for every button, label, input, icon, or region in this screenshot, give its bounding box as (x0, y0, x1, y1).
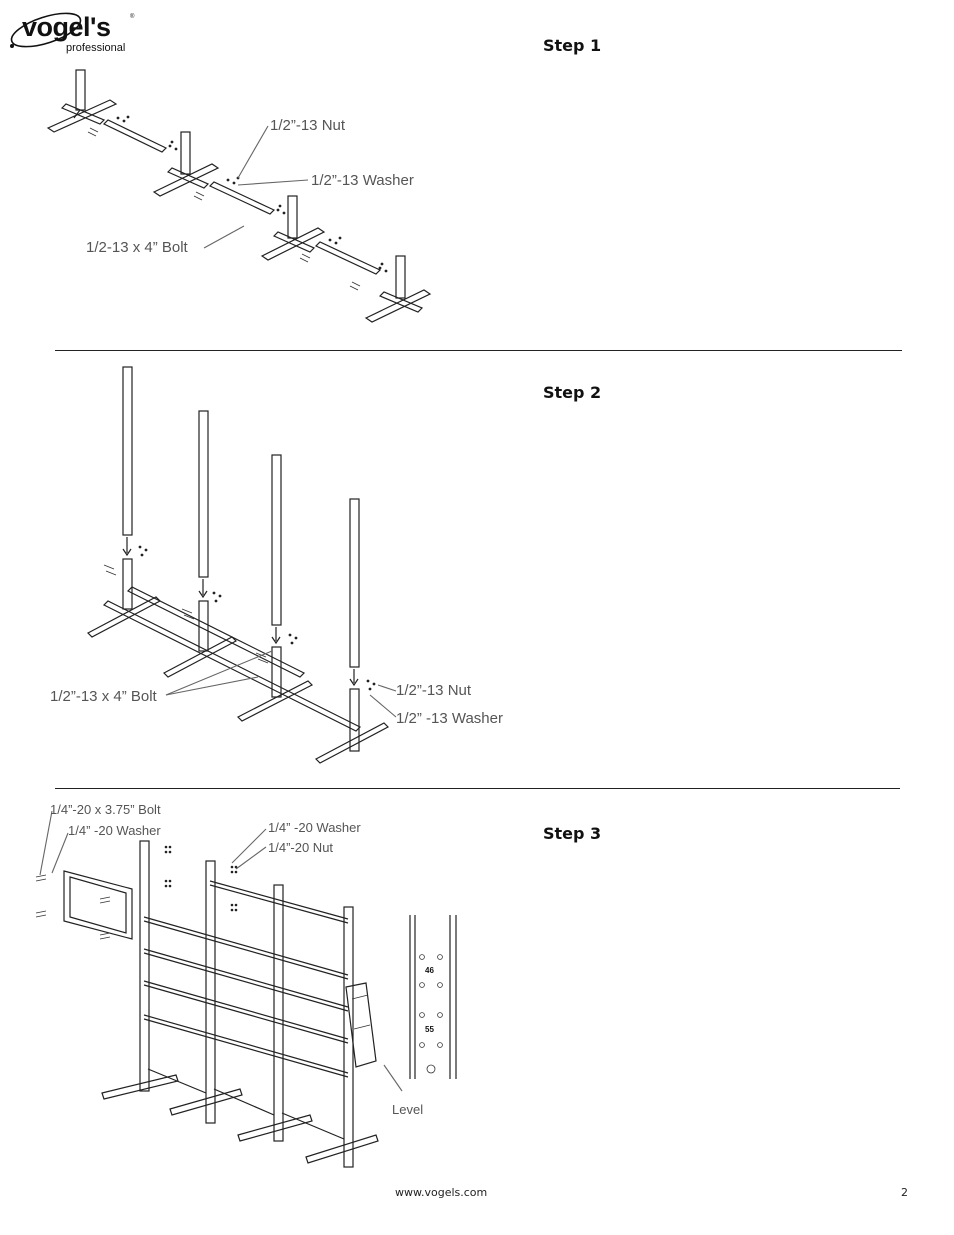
step-1-diagram (46, 69, 432, 323)
stand-foot-4 (364, 255, 432, 323)
callout-washer: 1/2”-13 Washer (311, 172, 414, 189)
callout-level: Level (392, 1102, 424, 1117)
bolt-marks (87, 127, 361, 291)
step-2-diagram (87, 366, 397, 764)
upright-post-4 (349, 498, 360, 668)
stand-foot-3 (260, 195, 326, 261)
beam-2 (208, 181, 276, 215)
hole-label-46: 46 (425, 966, 434, 975)
stand-uprights (139, 840, 354, 1168)
registered-mark: ® (130, 14, 135, 20)
fastener-dots (116, 115, 388, 273)
base-frame (87, 558, 389, 764)
callout-bolt-3: 1/4”-20 x 3.75” Bolt (50, 802, 161, 817)
cross-bars (143, 880, 349, 1078)
orbit-swoosh-icon (10, 12, 82, 48)
step-3-diagram (35, 810, 457, 1168)
step-1-title: Step 1 (543, 36, 602, 55)
bolt-marks-3 (35, 874, 111, 940)
rail-detail (409, 915, 457, 1079)
section-divider-1 (55, 350, 902, 351)
step-3-title: Step 3 (543, 824, 602, 843)
vogels-logo: vogel's ® professional (6, 6, 136, 58)
callout-nut-3: 1/4”-20 Nut (268, 840, 334, 855)
upright-post-2 (198, 410, 209, 578)
footer-url: www.vogels.com (395, 1186, 488, 1199)
stand-foot-2 (152, 131, 220, 197)
stand-feet (101, 1068, 379, 1164)
callout-nut-2: 1/2”-13 Nut (396, 682, 472, 699)
logo-wordmark: vogel's (22, 12, 111, 42)
callout-washer-3-mid: 1/4” -20 Washer (268, 820, 361, 835)
step-3-leaders (39, 810, 403, 1092)
callout-bolt-2: 1/2”-13 x 4” Bolt (50, 688, 157, 705)
stand-foot-1 (46, 69, 118, 133)
callout-washer-2: 1/2” -13 Washer (396, 710, 503, 727)
section-divider-2 (55, 788, 900, 789)
callout-bolt: 1/2-13 x 4” Bolt (86, 239, 188, 256)
callout-nut: 1/2”-13 Nut (270, 117, 346, 134)
beam-3 (314, 241, 382, 275)
beam-1 (102, 119, 168, 153)
upright-post-3 (271, 454, 282, 626)
fastener-dots-2 (138, 545, 376, 691)
page-number: 2 (901, 1186, 908, 1199)
fastener-dots-3 (164, 845, 238, 912)
level-tool (345, 982, 377, 1068)
bolt-marks-2 (103, 564, 269, 664)
logo-subtitle: professional (66, 42, 126, 54)
step-1-leaders (203, 125, 309, 249)
hole-label-55: 55 (425, 1025, 434, 1034)
step-2-title: Step 2 (543, 383, 602, 402)
step-2-leaders (165, 650, 397, 718)
insert-arrows (122, 537, 359, 687)
upright-post-1 (122, 366, 133, 536)
callout-washer-3-left: 1/4” -20 Washer (68, 823, 161, 838)
mounting-bracket (63, 870, 133, 940)
